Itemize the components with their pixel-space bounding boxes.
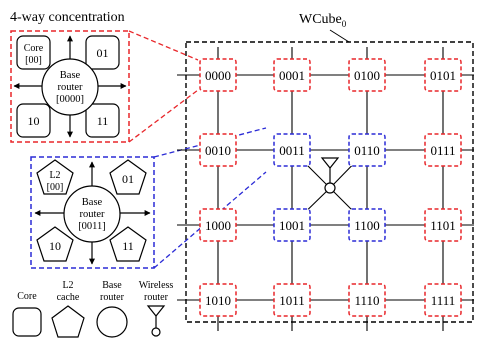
l2-cache-icon <box>36 159 74 195</box>
node-box <box>424 133 462 167</box>
legend-base-label: router <box>100 292 125 303</box>
node-box <box>348 283 386 317</box>
node-label: 0111 <box>430 143 455 158</box>
l2-label: L2 <box>49 170 60 181</box>
node-box <box>273 58 311 92</box>
detail-core-group: Core [00] 01 10 11 Base router [0000] <box>10 30 130 143</box>
router-label: Base <box>82 197 103 208</box>
legend-l2-label: cache <box>57 292 80 303</box>
wireless-router-node <box>324 182 336 194</box>
node-label: 0000 <box>205 68 231 83</box>
node-label: 1100 <box>354 218 380 233</box>
l2-cache-icon <box>109 159 147 195</box>
wireless-antenna-head <box>320 157 340 169</box>
detail-l2-frame <box>30 156 155 269</box>
core-index: [00] <box>25 55 42 66</box>
l2-index: [00] <box>47 182 64 193</box>
zoom-line-red <box>128 30 199 61</box>
legend-l2-icon <box>51 305 85 338</box>
node-box <box>273 208 311 242</box>
router-label: Base <box>60 70 81 81</box>
detail-l2-group: L2 [00] 01 10 11 Base router [0011] <box>30 156 155 269</box>
diagram-title: 4-way concentration <box>10 10 125 25</box>
core-label: Core <box>24 43 44 54</box>
l2-cache-icon <box>109 226 147 262</box>
node-box <box>424 283 462 317</box>
node-label: 0010 <box>205 143 231 158</box>
node-box <box>348 133 386 167</box>
node-box <box>199 208 237 242</box>
node-label: 1000 <box>205 218 231 233</box>
grid-nodes: 0000 0001 0100 0101 0010 0011 0110 0111 1000 1001… <box>199 58 462 317</box>
node-label: 1010 <box>205 293 231 308</box>
legend-wireless-label: router <box>144 292 169 303</box>
legend: Core L2 cache Base router Wireless route… <box>12 280 174 338</box>
l2-cache-icon <box>36 226 74 262</box>
legend-wireless-label: Wireless <box>139 280 174 291</box>
wcube-boundary <box>185 41 474 323</box>
node-box <box>424 58 462 92</box>
core-icon <box>16 103 51 138</box>
wcube-label: WCube0 <box>299 12 347 29</box>
l2-label: 10 <box>49 239 61 253</box>
node-label: 0011 <box>279 143 305 158</box>
node-label: 1011 <box>279 293 305 308</box>
node-box <box>273 283 311 317</box>
detail-core-frame <box>10 30 130 143</box>
legend-core-label: Core <box>17 291 37 302</box>
node-label: 0110 <box>354 143 380 158</box>
node-box <box>199 58 237 92</box>
node-box <box>199 283 237 317</box>
wireless-router-icon <box>320 157 340 194</box>
node-box <box>424 208 462 242</box>
router-label: router <box>57 82 83 93</box>
router-id: [0011] <box>78 221 106 232</box>
node-label: 1110 <box>354 293 379 308</box>
core-label: 11 <box>97 114 109 128</box>
node-box <box>199 133 237 167</box>
core-label: 01 <box>97 46 109 60</box>
wcube-pointer-line <box>329 29 350 43</box>
legend-base-router-icon <box>96 306 128 338</box>
node-box <box>348 58 386 92</box>
node-label: 0001 <box>279 68 305 83</box>
router-id: [0000] <box>56 94 84 105</box>
router-label: router <box>79 209 105 220</box>
legend-wireless-router-icon <box>146 305 166 337</box>
core-icon <box>85 103 120 138</box>
core-label: 10 <box>28 114 40 128</box>
legend-base-label: Base <box>102 280 122 291</box>
core-icon <box>16 35 51 70</box>
zoom-line-red <box>128 89 199 143</box>
node-label: 1101 <box>430 218 456 233</box>
l2-label: 01 <box>122 172 134 186</box>
base-router-icon <box>41 58 99 116</box>
legend-l2-label: L2 <box>62 280 73 291</box>
node-label: 0100 <box>354 68 380 83</box>
legend-core-icon <box>12 307 42 337</box>
node-label: 1001 <box>279 218 305 233</box>
core-icon <box>85 35 120 70</box>
node-box <box>348 208 386 242</box>
node-box <box>273 133 311 167</box>
node-label: 1111 <box>431 293 456 308</box>
base-router-icon <box>63 185 121 243</box>
node-label: 0101 <box>430 68 456 83</box>
l2-label: 11 <box>122 239 134 253</box>
